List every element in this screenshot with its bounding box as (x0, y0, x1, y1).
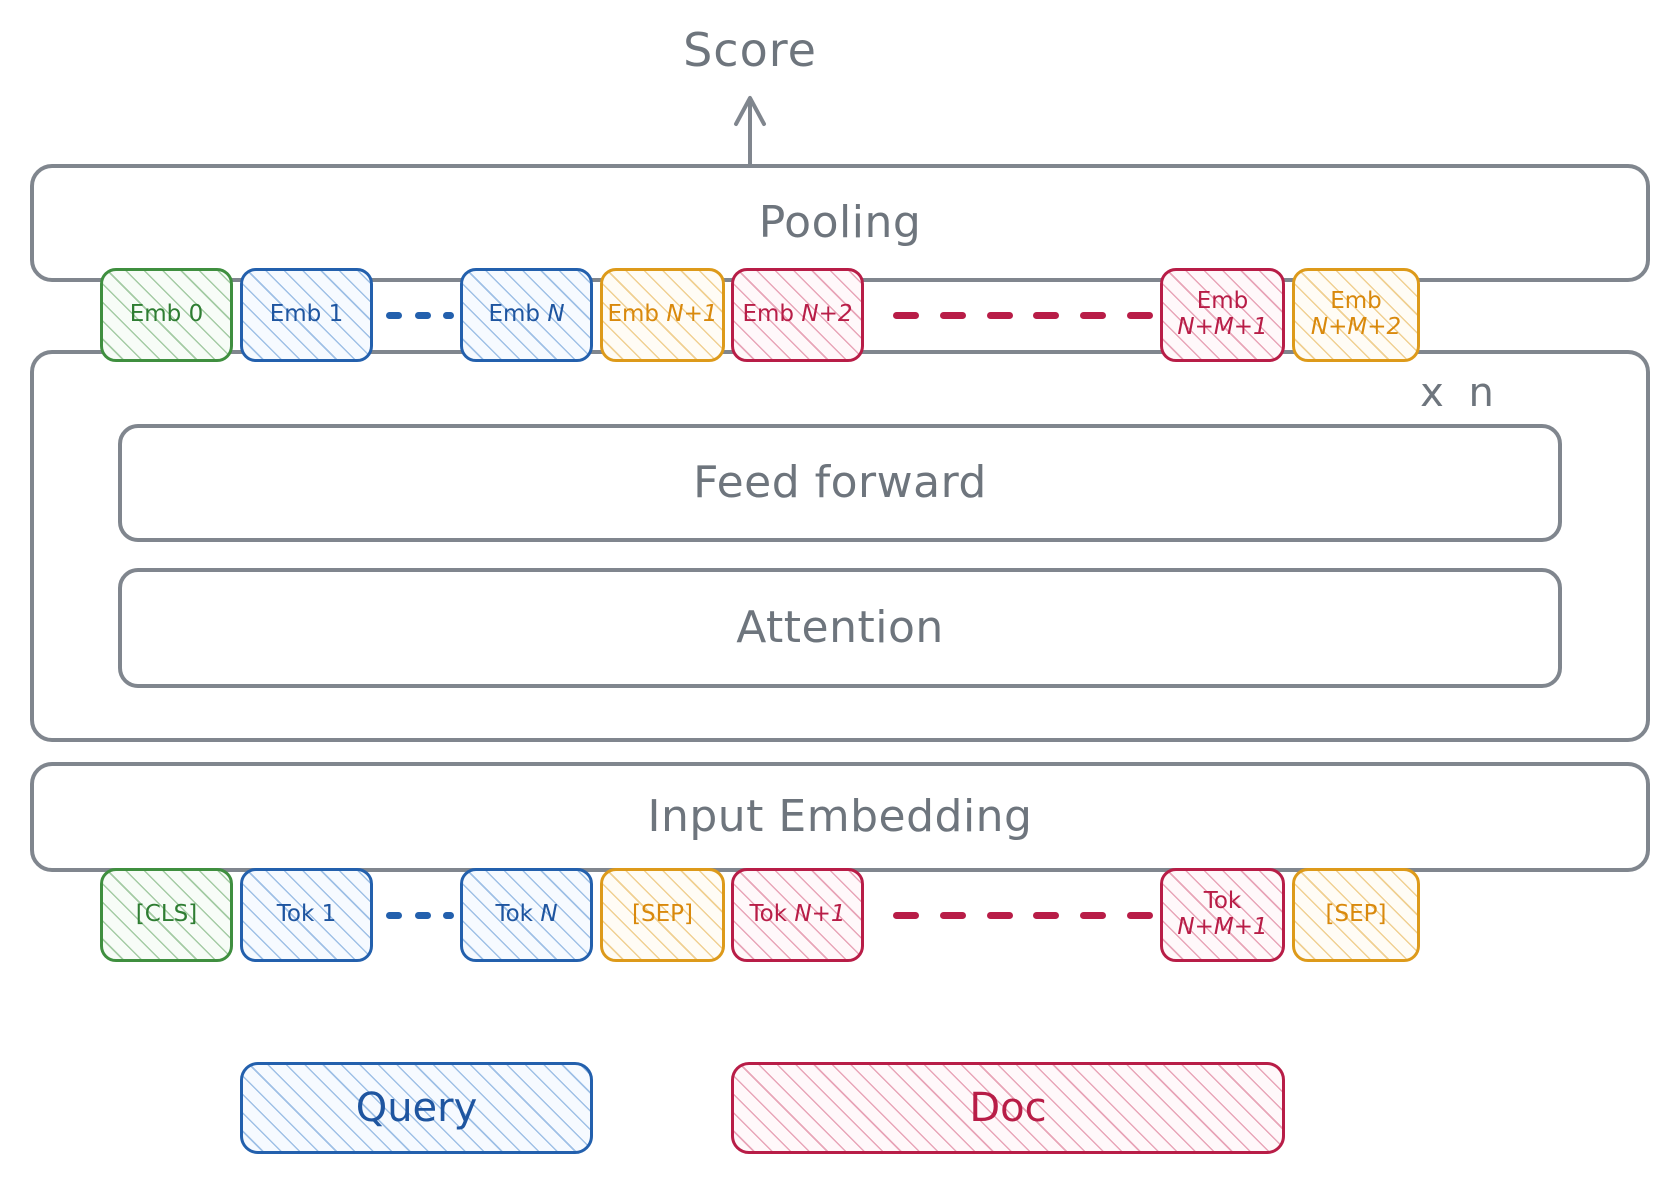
embedding-chip-text: Emb (488, 301, 548, 328)
embedding-chip-emb-n-plus-1[interactable]: Emb N+1 (600, 268, 725, 362)
token-chip-text: [SEP] (1325, 901, 1387, 928)
group-box-doc-label: Doc (969, 1085, 1047, 1131)
embedding-chip-index: N+2 (801, 301, 853, 328)
embedding-chip-text: Emb (607, 301, 667, 328)
token-chip-tok-n-plus-1[interactable]: Tok N+1 (731, 868, 864, 962)
token-chip-sep-1[interactable]: [SEP] (600, 868, 725, 962)
feed-forward-panel: Feed forward (118, 424, 1562, 542)
input-embedding-panel: Input Embedding (30, 762, 1650, 872)
embedding-chip-emb-1[interactable]: Emb 1 (240, 268, 373, 362)
token-chip-text: Tok (495, 901, 541, 928)
token-chip-cls[interactable]: [CLS] (100, 868, 233, 962)
token-chip-tok-n-plus-m-plus-1[interactable]: Tok N+M+1 (1160, 868, 1285, 962)
embedding-chip-index: N+1 (666, 301, 718, 328)
embedding-chip-emb-n-plus-m-plus-1[interactable]: Emb N+M+1 (1160, 268, 1285, 362)
ellipsis-dots-tokens-query (386, 908, 454, 922)
token-chip-sep-2[interactable]: [SEP] (1292, 868, 1420, 962)
embedding-chip-text: Emb 0 (129, 301, 204, 328)
token-chip-tok-n[interactable]: Tok N (460, 868, 593, 962)
feed-forward-label: Feed forward (693, 456, 987, 508)
pooling-panel: Pooling (30, 164, 1650, 282)
token-chip-tok-1[interactable]: Tok 1 (240, 868, 373, 962)
token-chip-text: Tok (1203, 888, 1242, 915)
token-chip-text: [CLS] (135, 901, 198, 928)
embedding-chip-text: Emb (1196, 288, 1249, 315)
embedding-chip-text: Emb (1330, 288, 1382, 315)
ellipsis-dots-embeddings-query (386, 308, 454, 322)
embedding-chip-index: N+M+1 (1177, 314, 1268, 340)
token-chip-text: Tok 1 (276, 901, 337, 928)
attention-panel: Attention (118, 568, 1562, 688)
token-chip-index: N+M+1 (1177, 914, 1268, 940)
score-label: Score (683, 22, 817, 77)
attention-label: Attention (736, 601, 944, 653)
embedding-chip-index: N (547, 301, 565, 328)
embedding-chip-emb-0[interactable]: Emb 0 (100, 268, 233, 362)
embedding-chip-text: Emb 1 (269, 301, 344, 328)
token-chip-text: Tok (749, 901, 795, 928)
embedding-chip-emb-n[interactable]: Emb N (460, 268, 593, 362)
input-embedding-label: Input Embedding (647, 790, 1033, 842)
repeat-count-label: x n (1420, 370, 1500, 416)
group-box-doc[interactable]: Doc (731, 1062, 1285, 1154)
embedding-chip-emb-n-plus-2[interactable]: Emb N+2 (731, 268, 864, 362)
token-chip-index: N+1 (794, 901, 846, 928)
pooling-label: Pooling (758, 196, 922, 248)
embedding-chip-index: N+M+2 (1310, 314, 1402, 340)
embedding-chip-emb-n-plus-m-plus-2[interactable]: Emb N+M+2 (1292, 268, 1420, 362)
ellipsis-dots-tokens-doc (893, 908, 1153, 922)
group-box-query[interactable]: Query (240, 1062, 593, 1154)
token-chip-index: N (540, 901, 558, 928)
group-box-query-label: Query (355, 1085, 478, 1131)
token-chip-text: [SEP] (632, 901, 693, 928)
ellipsis-dots-embeddings-doc (893, 308, 1153, 322)
embedding-chip-text: Emb (742, 301, 802, 328)
